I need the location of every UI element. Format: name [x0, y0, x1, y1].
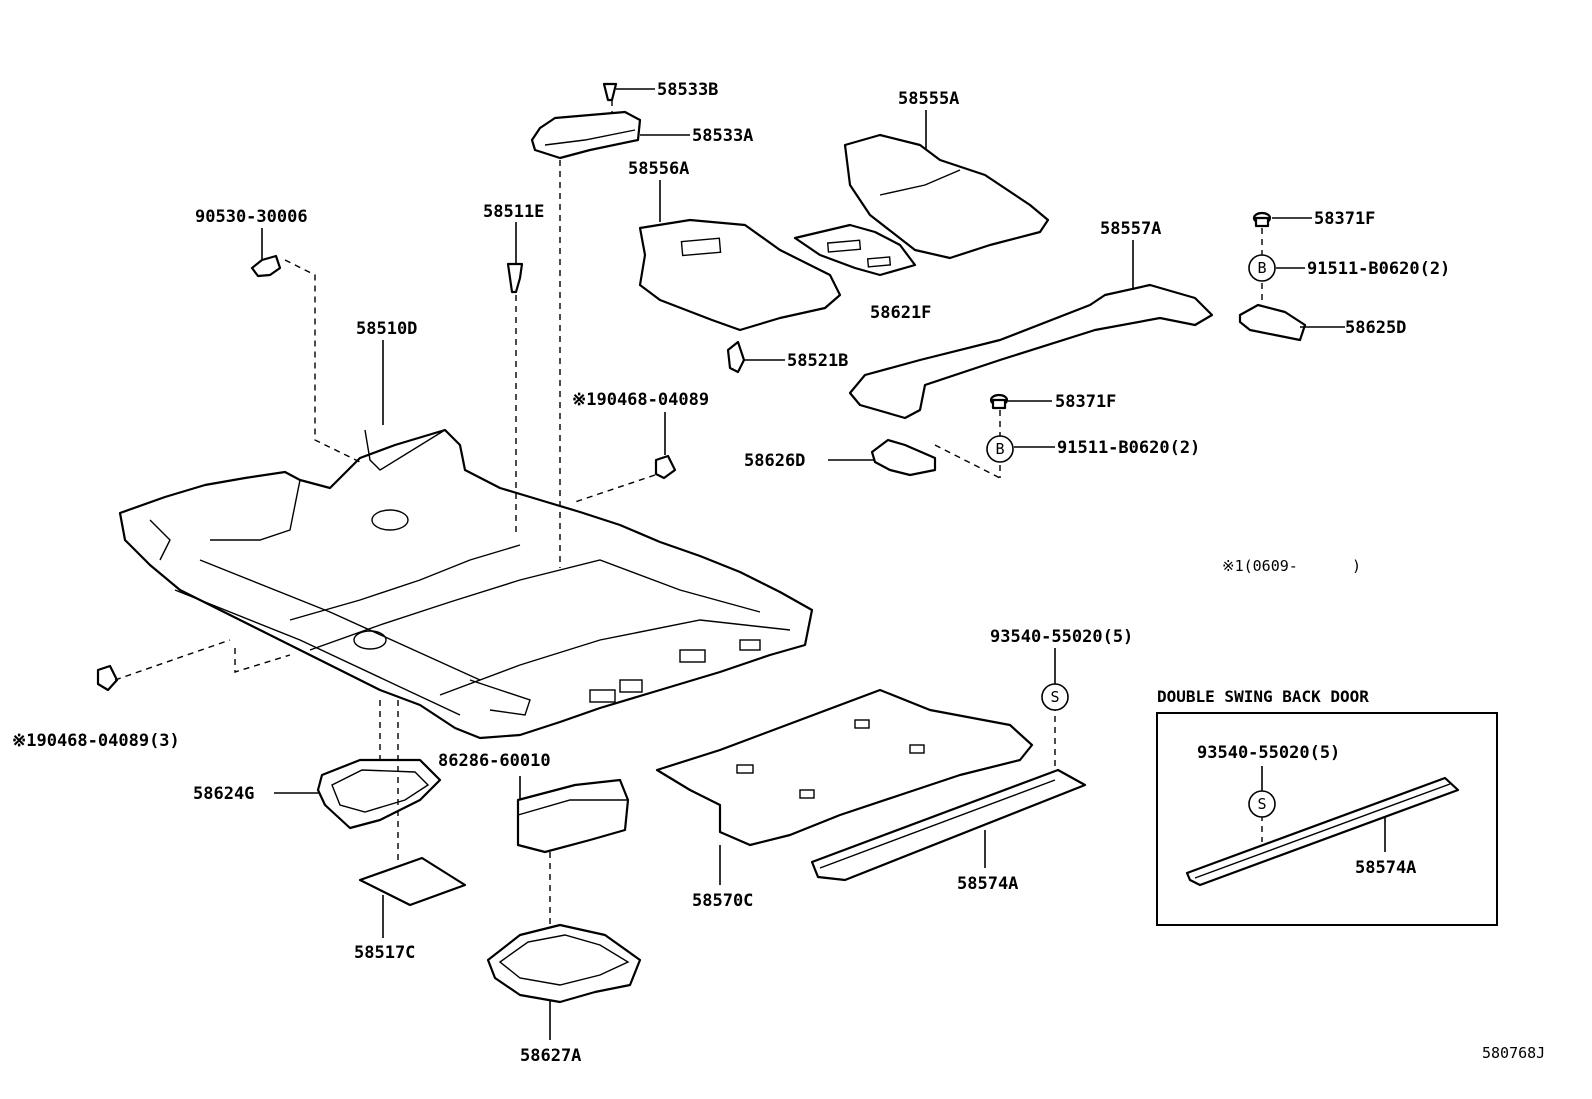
label-90468-top: ※190468-04089: [572, 390, 709, 410]
label-90530-30006: 90530-30006: [195, 207, 308, 227]
svg-text:B: B: [1257, 259, 1266, 277]
label-58557a: 58557A: [1100, 219, 1161, 239]
clip-90468-bottom: [96, 664, 119, 692]
label-58625d: 58625D: [1345, 318, 1406, 338]
label-58533b: 58533B: [657, 80, 718, 100]
double-swing-back-door-inset: [1156, 712, 1498, 926]
floor-mat-58556a: [638, 218, 842, 332]
label-91511-top: 91511-B0620(2): [1307, 259, 1450, 279]
label-58555a: 58555A: [898, 89, 959, 109]
clip-58371f-mid: [989, 393, 1009, 410]
tray-58624g: [316, 758, 442, 830]
label-58511e: 58511E: [483, 202, 544, 222]
clip-90468-top: [654, 454, 677, 480]
bolt-symbol-mid: B: [986, 435, 1014, 463]
label-58621f: 58621F: [870, 303, 931, 323]
inset-title: DOUBLE SWING BACK DOOR: [1157, 687, 1369, 706]
label-93540-main: 93540-55020(5): [990, 627, 1133, 647]
label-58627a: 58627A: [520, 1046, 581, 1066]
svg-text:B: B: [995, 440, 1004, 458]
label-93540-box: 93540-55020(5): [1197, 743, 1340, 763]
floor-carpet-58510d: [118, 428, 814, 740]
bracket-58625d: [1238, 303, 1307, 342]
panel-58570c: [655, 688, 1034, 847]
screw-90530-30006: [250, 254, 282, 278]
carpet-bar-58557a: [848, 283, 1214, 420]
label-58521b: 58521B: [787, 351, 848, 371]
scuff-plate-58574a: [810, 768, 1087, 882]
label-91511-mid: 91511-B0620(2): [1057, 438, 1200, 458]
label-58533a: 58533A: [692, 126, 753, 146]
note-1: ※1(0609- ): [1222, 557, 1361, 575]
box-86286-60010: [516, 778, 630, 854]
clip-58511e: [506, 262, 524, 294]
floor-mat-58555a: [843, 133, 1050, 260]
clip-58371f-top: [1252, 211, 1272, 228]
label-58517c: 58517C: [354, 943, 415, 963]
cover-58533a: [530, 110, 642, 160]
pad-58621f: [793, 223, 917, 277]
clip-58533b: [602, 82, 618, 102]
label-58510d: 58510D: [356, 319, 417, 339]
dashed-guides: [114, 100, 1263, 925]
label-58371f-mid: 58371F: [1055, 392, 1116, 412]
label-58570c: 58570C: [692, 891, 753, 911]
screw-symbol-box: S: [1248, 790, 1276, 818]
bracket-58626d: [870, 438, 937, 477]
label-58371f-top: 58371F: [1314, 209, 1375, 229]
svg-text:S: S: [1050, 688, 1059, 706]
label-58626d: 58626D: [744, 451, 805, 471]
label-90468-bottom: ※190468-04089(3): [12, 731, 180, 751]
screw-symbol-main: S: [1041, 683, 1069, 711]
sheet-58517c: [358, 856, 467, 907]
diagram-id: 580768J: [1482, 1044, 1545, 1062]
label-58624g: 58624G: [193, 784, 254, 804]
bolt-symbol-top: B: [1248, 254, 1276, 282]
label-86286-60010: 86286-60010: [438, 751, 551, 771]
leader-lines: [261, 88, 1386, 1040]
label-58574a-main: 58574A: [957, 874, 1018, 894]
label-58574a-box: 58574A: [1355, 858, 1416, 878]
label-58556a: 58556A: [628, 159, 689, 179]
tray-58627a: [486, 923, 642, 1004]
clip-58521b: [726, 340, 746, 374]
svg-text:S: S: [1257, 795, 1266, 813]
